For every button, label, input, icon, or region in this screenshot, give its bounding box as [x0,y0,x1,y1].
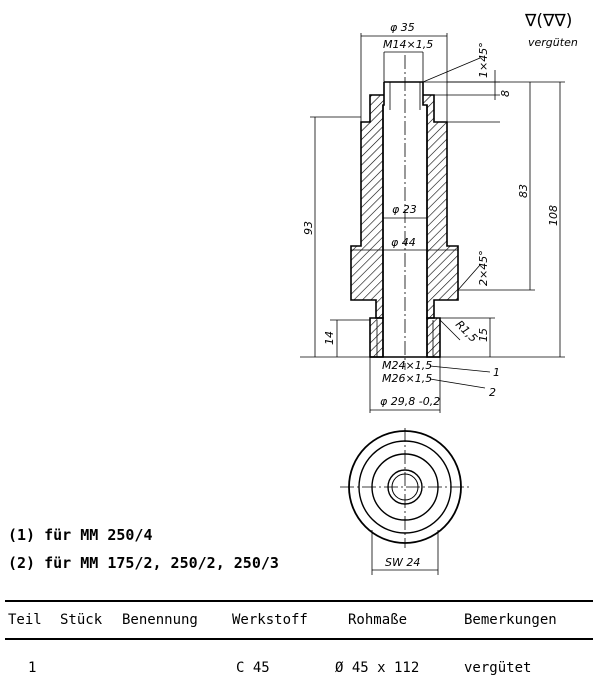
header-werkstoff: Werkstoff [232,612,308,628]
cell-teil: 1 [28,660,37,676]
dim-h108: 108 [547,205,560,226]
dim-h8: 8 [499,90,512,97]
dim-d44: φ 44 [391,236,416,249]
surface-finish-symbol: ∇(∇∇) [524,11,572,31]
cell-rohmasse: Ø 45 x 112 [335,660,420,676]
dimension-lines [300,33,565,413]
dim-m24: M24×1,5 [382,359,432,372]
dim-sw24: SW 24 [385,556,420,569]
dim-m14: M14×1,5 [383,38,433,51]
dim-h83: 83 [517,184,530,198]
dim-m26: M26×1,5 [382,372,432,385]
dim-h93: 93 [302,221,315,235]
dim-r15: R1,5 [453,318,480,345]
end-view [340,428,470,575]
header-stueck: Stück [60,612,103,628]
dim-h15: 15 [477,328,490,342]
dim-d23: φ 23 [392,203,417,216]
dim-d29-8: φ 29,8 -0,2 [380,395,440,408]
note-2: (2) für MM 175/2, 250/2, 250/3 [8,554,279,572]
header-bemerkungen: Bemerkungen [464,612,557,628]
note-1: (1) für MM 250/4 [8,526,153,544]
header-rohmasse: Rohmaße [348,612,408,628]
dim-chamfer-2x45: 2×45° [477,250,490,286]
section-view [350,55,459,370]
dim-d35: φ 35 [390,21,415,34]
dim-h14: 14 [323,331,336,345]
ref-2: 2 [489,386,496,399]
dim-chamfer-1x45: 1×45° [477,42,490,78]
header-teil: Teil [8,612,42,628]
cell-werkstoff: C 45 [236,660,270,676]
cell-bemerkungen: vergütet [464,660,532,676]
table-top-rule [5,600,593,602]
table-header-rule [5,638,593,640]
header-benennung: Benennung [122,612,198,628]
surface-finish-note: vergüten [528,36,578,49]
technical-drawing: ∇(∇∇) vergüten [300,11,578,575]
ref-1: 1 [493,366,500,379]
